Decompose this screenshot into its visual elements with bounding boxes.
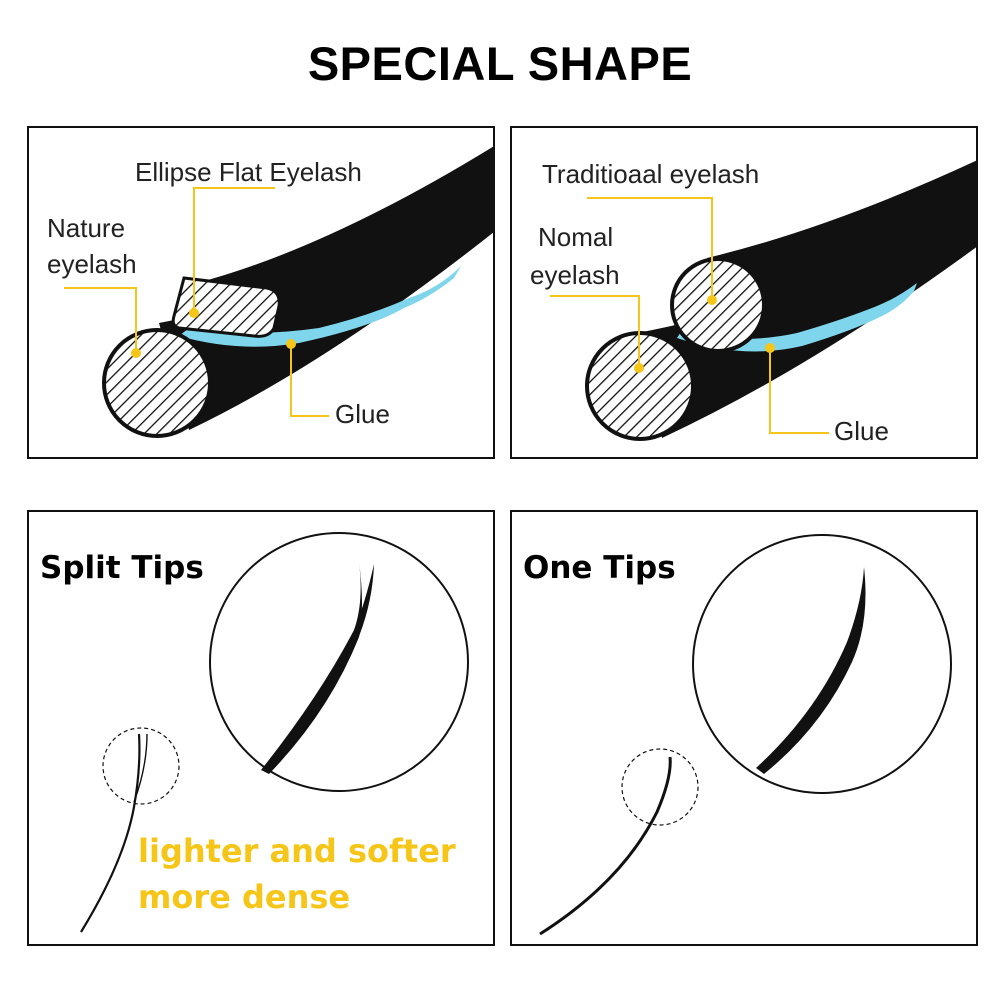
flat-leader-dot [189, 308, 199, 318]
magnified-view-circle [692, 534, 952, 794]
benefit-text-line2: more dense [138, 878, 351, 916]
split-tips-illustration [80, 532, 469, 933]
flat-eyelash-cross-section [171, 276, 281, 338]
traditional-leader-line [587, 197, 713, 300]
glue-leader-dot [765, 343, 775, 353]
split-tips-panel: Split Tips lighter and softer more dense [27, 510, 495, 946]
small-split-lash-branch [133, 733, 148, 803]
traditional-leader-dot [707, 295, 717, 305]
traditional-lash-body [707, 160, 976, 333]
glue-label: Glue [834, 416, 889, 446]
normal-eyelash-label-line1: Nomal [538, 222, 614, 252]
one-tips-panel: One Tips [510, 510, 978, 946]
nature-leader-line [64, 287, 137, 353]
ellipse-flat-diagram-panel: Ellipse Flat Eyelash Nature eyelash Glue [27, 126, 495, 459]
normal-leader-line [550, 295, 640, 368]
ellipse-flat-label: Ellipse Flat Eyelash [135, 157, 362, 187]
one-tips-heading: One Tips [523, 550, 676, 586]
flat-leader-line [193, 187, 275, 313]
page-title: SPECIAL SHAPE [307, 37, 693, 90]
small-single-lash [539, 756, 672, 936]
nature-eyelash-label-line2: eyelash [47, 249, 137, 279]
glue-label: Glue [335, 399, 390, 429]
nature-leader-dot [131, 348, 141, 358]
one-tips-illustration [539, 534, 952, 936]
detail-dashed-circle [102, 727, 180, 805]
split-tips-heading: Split Tips [40, 550, 204, 586]
traditional-diagram-panel: Traditioaal eyelash Nomal eyelash Glue [510, 126, 978, 459]
nature-eyelash-label-line1: Nature [47, 213, 126, 243]
glue-leader-line [290, 344, 329, 417]
glue-leader-line [769, 348, 829, 434]
traditional-eyelash-cross-section [670, 257, 766, 353]
glue-layer [179, 266, 461, 347]
benefit-text-line1: lighter and softer [138, 832, 456, 870]
normal-eyelash-label-line2: eyelash [530, 260, 620, 290]
normal-leader-dot [634, 363, 644, 373]
small-split-lash [80, 733, 141, 933]
ellipse-flat-diagram [64, 146, 493, 438]
normal-lash-body [637, 201, 976, 438]
traditional-eyelash-label: Traditioaal eyelash [542, 159, 760, 189]
detail-dashed-circle [621, 748, 699, 826]
magnified-single-tip [756, 567, 866, 774]
nature-eyelash-cross-section [102, 328, 212, 438]
flat-lash-body [197, 146, 493, 328]
traditional-diagram [550, 160, 976, 441]
glue-leader-dot [286, 339, 296, 349]
